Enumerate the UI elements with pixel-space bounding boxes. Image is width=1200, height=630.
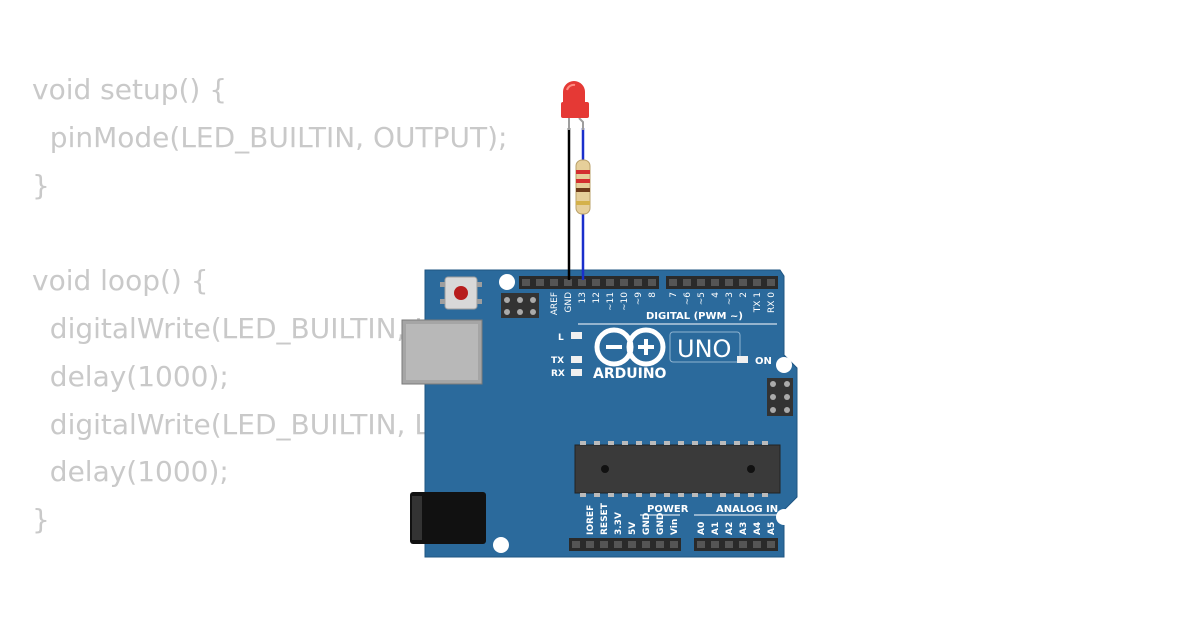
icsp-header-right <box>767 378 793 416</box>
digital-header[interactable] <box>519 276 778 289</box>
pin-label: IOREF <box>586 505 596 535</box>
pin-label: RX 0 <box>767 292 777 313</box>
pin-label: ~6 <box>683 292 693 306</box>
reset-button[interactable] <box>440 276 482 310</box>
code-line: delay(1000); <box>32 455 229 489</box>
label-rx: RX <box>551 369 565 379</box>
pin-label: ~11 <box>606 292 616 311</box>
pin-label: RESET <box>600 502 610 535</box>
pin-label: A5 <box>767 522 777 535</box>
analog-in-label: ANALOG IN <box>716 504 778 515</box>
led-rx-indicator <box>571 369 582 376</box>
pin-label: ~3 <box>725 292 735 305</box>
pin-label: 3.3V <box>614 512 624 535</box>
arduino-logo <box>594 327 666 367</box>
pin-label: GND <box>564 292 574 313</box>
usb-port[interactable] <box>401 319 483 385</box>
pin-label: A2 <box>725 522 735 535</box>
code-line: } <box>32 503 50 537</box>
led-l-indicator <box>571 332 582 339</box>
pin-label: A4 <box>753 522 763 535</box>
power-label: POWER <box>647 504 689 515</box>
pin-label: GND <box>656 513 666 535</box>
code-line: } <box>32 168 50 202</box>
label-tx: TX <box>551 356 564 366</box>
mounting-hole <box>776 509 792 525</box>
power-jack[interactable] <box>410 492 486 544</box>
power-analog-header[interactable] <box>569 538 778 551</box>
model-label: UNO <box>677 335 731 363</box>
pin-label: ~5 <box>697 292 707 305</box>
pin-label: 8 <box>648 292 658 298</box>
pin-label: GND <box>642 513 652 535</box>
pin-label: ~10 <box>620 292 630 311</box>
pin-label: A0 <box>697 522 707 535</box>
mounting-hole <box>776 357 792 373</box>
pin-label: TX 1 <box>753 292 763 313</box>
icsp-header <box>501 293 539 318</box>
code-line: void setup() { <box>32 73 228 106</box>
mounting-hole <box>493 537 509 553</box>
pin-label: AREF <box>550 292 560 315</box>
pin-label: 2 <box>739 292 749 298</box>
pin-label: 7 <box>669 292 679 298</box>
code-line: void loop() { <box>32 264 209 298</box>
pin-label: 13 <box>578 292 588 303</box>
mounting-hole <box>499 274 515 290</box>
led-tx-indicator <box>571 356 582 363</box>
digital-pwm-label: DIGITAL (PWM ~) <box>646 311 743 322</box>
label-l: L <box>558 333 564 343</box>
label-on: ON <box>755 356 772 367</box>
led[interactable] <box>561 81 589 130</box>
resistor[interactable] <box>575 159 591 215</box>
pin-label: A1 <box>711 522 721 535</box>
pin-label: Vin <box>670 519 680 535</box>
microcontroller-chip <box>574 441 781 497</box>
pin-label: 5V <box>628 522 638 535</box>
pin-label: A3 <box>739 522 749 535</box>
pin-label: ~9 <box>634 292 644 306</box>
arduino-uno-board[interactable]: ARDUINO UNO L TX RX ON DIGITAL (PWM ~) P… <box>401 269 798 558</box>
pin-label: 12 <box>592 292 602 303</box>
code-line: pinMode(LED_BUILTIN, OUTPUT); <box>32 120 508 154</box>
code-line: delay(1000); <box>32 359 229 393</box>
led-on-indicator <box>737 356 748 363</box>
brand-label: ARDUINO <box>593 366 667 382</box>
pin-label: 4 <box>711 292 721 298</box>
